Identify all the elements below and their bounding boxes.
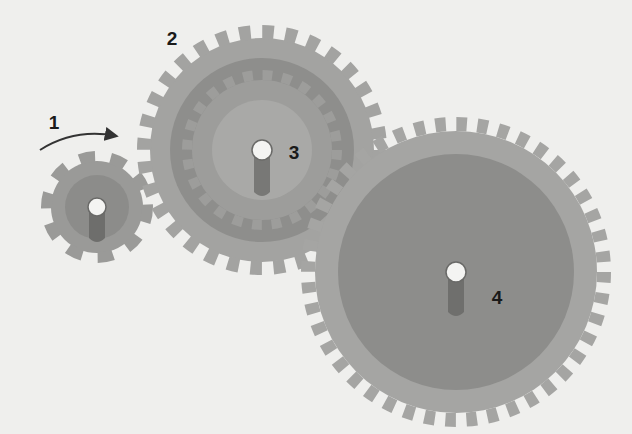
- callout-number: 4: [492, 288, 503, 307]
- inner-gear: [187, 75, 337, 225]
- callout-number: 3: [289, 143, 300, 162]
- driven-gear: [308, 124, 604, 420]
- small-gear: [47, 157, 148, 258]
- callout-number: 1: [49, 113, 60, 132]
- rotation-arrow: [40, 134, 116, 150]
- callout-number: 2: [167, 29, 178, 48]
